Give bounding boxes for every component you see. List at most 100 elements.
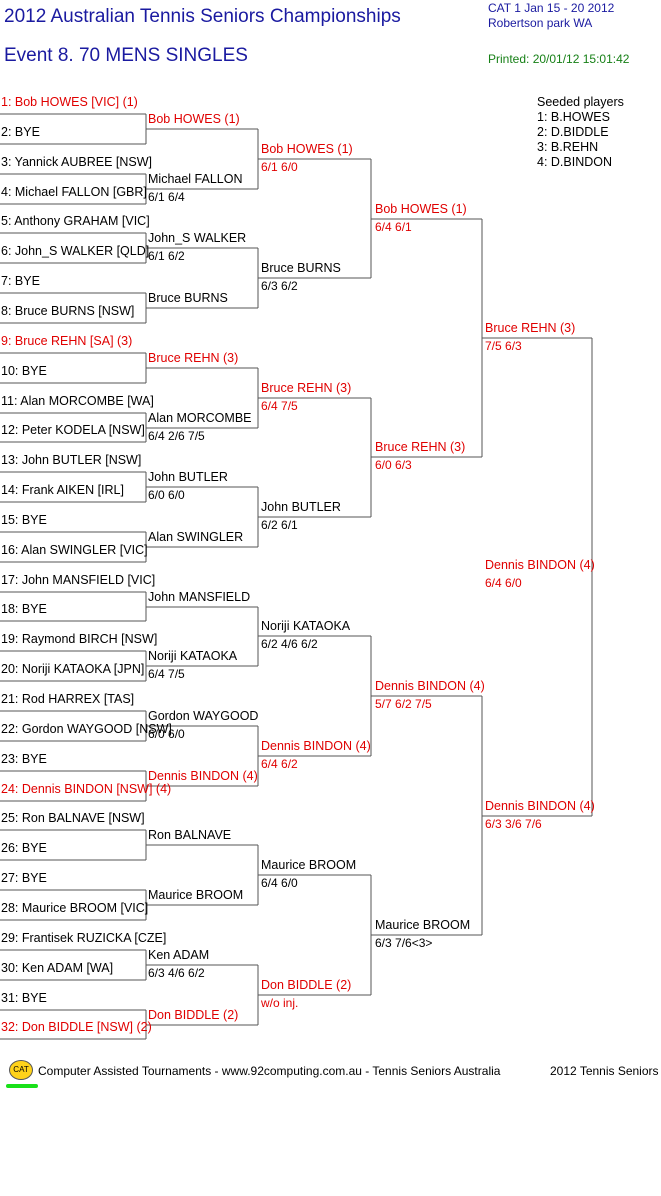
round1-entry: 10: BYE <box>1 364 47 378</box>
round1-entry: 1: Bob HOWES [VIC] (1) <box>1 95 138 109</box>
round3-score: 6/4 6/0 <box>261 876 298 890</box>
round1-entry: 27: BYE <box>1 871 47 885</box>
round5-score: 6/3 3/6 7/6 <box>485 817 542 831</box>
seeded-players-list: Seeded players 1: B.HOWES 2: D.BIDDLE 3:… <box>537 95 624 170</box>
round3-score: 6/2 6/1 <box>261 518 298 532</box>
round3-winner: John BUTLER <box>261 500 341 514</box>
round1-entry: 17: John MANSFIELD [VIC] <box>1 573 156 587</box>
round1-entry: 24: Dennis BINDON [NSW] (4) <box>1 782 172 796</box>
round1-entry: 25: Ron BALNAVE [NSW] <box>1 811 145 825</box>
seeded-item: 1: B.HOWES <box>537 110 610 124</box>
venue: Robertson park WA <box>488 16 593 30</box>
cat-logo: CAT <box>9 1060 33 1080</box>
round2-score: 6/3 4/6 6/2 <box>148 966 205 980</box>
round1-entry: 32: Don BIDDLE [NSW] (2) <box>1 1020 152 1034</box>
round1-entry: 23: BYE <box>1 752 47 766</box>
footer-right: 2012 Tennis Seniors <box>550 1064 659 1078</box>
printed-timestamp: Printed: 20/01/12 15:01:42 <box>488 52 630 66</box>
round2-score: 6/0 6/0 <box>148 488 185 502</box>
round1-entry: 18: BYE <box>1 602 47 616</box>
round5-winner: Dennis BINDON (4) <box>485 799 595 813</box>
round2-winner: Alan SWINGLER <box>148 530 244 544</box>
seeded-item: 4: D.BINDON <box>537 155 613 169</box>
round2-winner: John_S WALKER <box>148 231 247 245</box>
round2-score: 6/0 6/0 <box>148 727 185 741</box>
round1-entry: 29: Frantisek RUZICKA [CZE] <box>1 931 167 945</box>
round4-winner: Bob HOWES (1) <box>375 202 467 216</box>
round1-entry: 2: BYE <box>1 125 40 139</box>
round2-winner: Bruce REHN (3) <box>148 351 239 365</box>
round4-winner: Maurice BROOM <box>375 918 471 932</box>
round1-entry: 5: Anthony GRAHAM [VIC] <box>1 214 150 228</box>
round1-entry: 11: Alan MORCOMBE [WA] <box>1 394 154 408</box>
round1-entry: 20: Noriji KATAOKA [JPN] <box>1 662 145 676</box>
round2-winner: Michael FALLON <box>148 172 243 186</box>
round1-entry: 12: Peter KODELA [NSW] <box>1 423 145 437</box>
round1-entry: 8: Bruce BURNS [NSW] <box>1 304 135 318</box>
round1-entry: 9: Bruce REHN [SA] (3) <box>1 334 133 348</box>
round4-score: 6/4 6/1 <box>375 220 412 234</box>
round5-winner: Bruce REHN (3) <box>485 321 576 335</box>
round1-entry: 13: John BUTLER [NSW] <box>1 453 142 467</box>
round4-score: 5/7 6/2 7/5 <box>375 697 432 711</box>
round3-winner: Bruce REHN (3) <box>261 381 352 395</box>
round2-winner: John MANSFIELD <box>148 590 251 604</box>
round5-score: 7/5 6/3 <box>485 339 522 353</box>
round1-entry: 28: Maurice BROOM [VIC] <box>1 901 149 915</box>
round2-winner: Noriji KATAOKA <box>148 649 238 663</box>
round2-score: 6/4 7/5 <box>148 667 185 681</box>
round2-score: 6/1 6/2 <box>148 249 185 263</box>
round2-winner: Ron BALNAVE <box>148 828 232 842</box>
seeded-item: 3: B.REHN <box>537 140 599 154</box>
seeded-item: 2: D.BIDDLE <box>537 125 609 139</box>
round1-entry: 19: Raymond BIRCH [NSW] <box>1 632 158 646</box>
round1-entry: 4: Michael FALLON [GBR] <box>1 185 147 199</box>
round1-entry: 30: Ken ADAM [WA] <box>1 961 114 975</box>
round4-score: 6/0 6/3 <box>375 458 412 472</box>
round3-winner: Noriji KATAOKA <box>261 619 351 633</box>
round1-entry: 14: Frank AIKEN [IRL] <box>1 483 124 497</box>
round1-entry: 26: BYE <box>1 841 47 855</box>
seeded-heading: Seeded players <box>537 95 624 109</box>
round2-winner: Ken ADAM <box>148 948 210 962</box>
round4-winner: Bruce REHN (3) <box>375 440 466 454</box>
round2-winner: Dennis BINDON (4) <box>148 769 258 783</box>
footer-credit: Computer Assisted Tournaments - www.92co… <box>38 1064 501 1078</box>
round2-winner: John BUTLER <box>148 470 228 484</box>
champion: Dennis BINDON (4) <box>485 558 595 572</box>
round1-entry: 7: BYE <box>1 274 40 288</box>
round1-entry: 6: John_S WALKER [QLD] <box>1 244 150 258</box>
round1-entry: 21: Rod HARREX [TAS] <box>1 692 135 706</box>
logo-underline <box>6 1084 38 1088</box>
page-title: 2012 Australian Tennis Seniors Champions… <box>4 6 401 27</box>
round3-winner: Bob HOWES (1) <box>261 142 353 156</box>
round3-score: 6/1 6/0 <box>261 160 298 174</box>
round1-entry: 15: BYE <box>1 513 47 527</box>
cat-dates: CAT 1 Jan 15 - 20 2012 <box>488 1 615 15</box>
round3-winner: Bruce BURNS <box>261 261 341 275</box>
round1-entry: 3: Yannick AUBREE [NSW] <box>1 155 152 169</box>
round3-winner: Maurice BROOM <box>261 858 357 872</box>
round3-score: 6/3 6/2 <box>261 279 298 293</box>
round1-entry: 16: Alan SWINGLER [VIC] <box>1 543 148 557</box>
round2-winner: Alan MORCOMBE <box>148 411 252 425</box>
round4-winner: Dennis BINDON (4) <box>375 679 485 693</box>
round4-score: 6/3 7/6<3> <box>375 936 433 950</box>
round2-winner: Don BIDDLE (2) <box>148 1008 239 1022</box>
round2-winner: Maurice BROOM <box>148 888 244 902</box>
round2-score: 6/1 6/4 <box>148 190 185 204</box>
round3-score: 6/4 6/2 <box>261 757 298 771</box>
round2-winner: Gordon WAYGOOD <box>148 709 259 723</box>
round3-score: w/o inj. <box>261 996 299 1010</box>
round3-score: 6/4 7/5 <box>261 399 298 413</box>
round3-winner: Don BIDDLE (2) <box>261 978 352 992</box>
round3-score: 6/2 4/6 6/2 <box>261 637 318 651</box>
round1-entry: 31: BYE <box>1 991 47 1005</box>
event-title: Event 8. 70 MENS SINGLES <box>4 45 248 66</box>
final-score: 6/4 6/0 <box>485 576 522 590</box>
round1-entry: 22: Gordon WAYGOOD [NSW] <box>1 722 172 736</box>
round2-winner: Bob HOWES (1) <box>148 112 240 126</box>
round2-score: 6/4 2/6 7/5 <box>148 429 205 443</box>
round2-winner: Bruce BURNS <box>148 291 228 305</box>
